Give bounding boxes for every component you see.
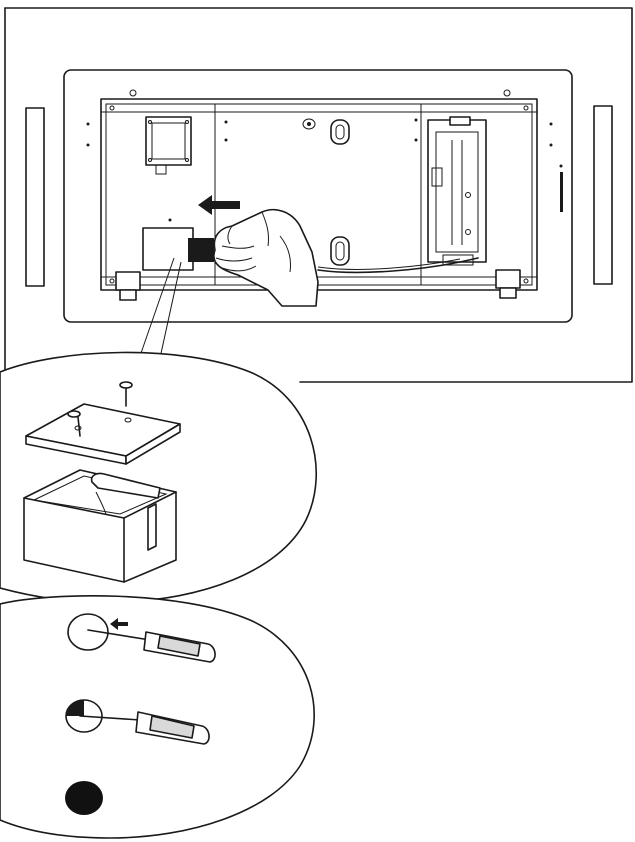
junction-box-lid bbox=[25, 403, 181, 465]
screwdriver-icon bbox=[87, 629, 216, 663]
junction-box-open bbox=[23, 469, 177, 583]
screw-icon-2 bbox=[67, 410, 81, 437]
cable bbox=[317, 257, 479, 274]
zoom-leader bbox=[139, 257, 182, 359]
right-slot bbox=[593, 105, 613, 285]
junction-box-on-panel bbox=[142, 218, 214, 271]
hand-icon bbox=[213, 208, 319, 307]
driver-plate bbox=[145, 116, 192, 175]
knockout-hole bbox=[65, 781, 103, 815]
mounting-frame bbox=[86, 89, 553, 291]
arrow-left-icon-small bbox=[110, 618, 128, 630]
bottom-bracket-left bbox=[115, 271, 141, 301]
bottom-bracket-right bbox=[495, 269, 521, 299]
left-slot bbox=[25, 107, 45, 287]
screwdriver-icon-2 bbox=[79, 711, 210, 745]
knockout-disc-top bbox=[67, 613, 109, 651]
power-module bbox=[427, 116, 487, 266]
wall-outline bbox=[4, 7, 633, 383]
arrow-left-icon bbox=[198, 195, 240, 215]
screw-icon bbox=[119, 381, 133, 407]
side-label-marks bbox=[559, 164, 563, 212]
center-mount-holes bbox=[302, 118, 350, 266]
